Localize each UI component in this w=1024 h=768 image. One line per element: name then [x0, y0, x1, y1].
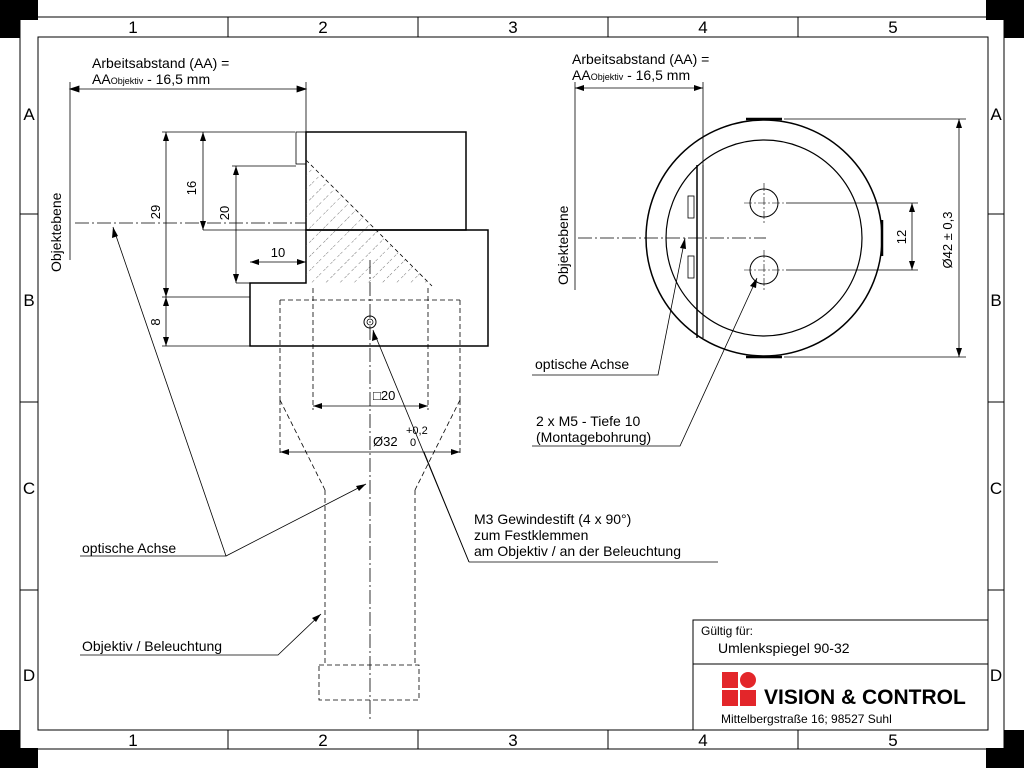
- drawing-frame: [19, 16, 1005, 750]
- column-label: 4: [698, 18, 707, 37]
- column-label: 1: [128, 731, 137, 750]
- set-screw-line2: zum Festklemmen: [474, 527, 588, 543]
- clamp-slot: [687, 255, 695, 279]
- row-label: C: [990, 479, 1002, 498]
- set-screw-line1: M3 Gewindestift (4 x 90°): [474, 511, 631, 527]
- row-label: D: [990, 666, 1002, 685]
- dimension-10: 10: [271, 245, 285, 260]
- svg-text:AAObjektiv - 16,5 mm: AAObjektiv - 16,5 mm: [92, 71, 210, 87]
- dimension-29: 29: [148, 205, 163, 219]
- row-label: B: [23, 291, 34, 310]
- mounting-holes-line2: (Montagebohrung): [536, 429, 651, 445]
- vertical-dimensions: [162, 131, 306, 347]
- frame-row-labels-right: A B C D: [990, 105, 1002, 685]
- mounting-holes-line1: 2 x M5 - Tiefe 10: [536, 413, 640, 429]
- valid-for-label: Gültig für:: [701, 624, 753, 638]
- front-view: Arbeitsabstand (AA) = AAObjektiv - 16,5 …: [532, 51, 966, 447]
- hole-spacing-dimension: [786, 202, 918, 271]
- working-distance-prefix: AA: [572, 67, 591, 83]
- row-label: C: [23, 479, 35, 498]
- set-screw-line3: am Objektiv / an der Beleuchtung: [474, 543, 681, 559]
- column-label: 3: [508, 731, 517, 750]
- set-screw-hole: [363, 315, 377, 329]
- dimension-bore: Ø32: [373, 434, 398, 449]
- title-block: Gültig für: Umlenkspiegel 90-32 VISION &…: [692, 619, 989, 731]
- row-label: B: [990, 291, 1001, 310]
- column-label: 2: [318, 18, 327, 37]
- column-label: 1: [128, 18, 137, 37]
- working-distance-suffix: - 16,5 mm: [623, 67, 690, 83]
- row-label: A: [990, 105, 1002, 124]
- working-distance-suffix: - 16,5 mm: [143, 71, 210, 87]
- clamp-slot: [687, 195, 695, 219]
- tolerance-lower: 0: [410, 437, 416, 449]
- object-plane-label: Objektebene: [48, 192, 64, 272]
- working-distance-title: Arbeitsabstand (AA) =: [572, 51, 709, 67]
- dimension-12: 12: [894, 230, 909, 244]
- dimension-square-20: □20: [373, 388, 395, 403]
- column-label: 4: [698, 731, 707, 750]
- column-label: 5: [888, 731, 897, 750]
- hole-centerlines: [744, 183, 784, 290]
- row-label: D: [23, 666, 35, 685]
- lens-illumination-label: Objektiv / Beleuchtung: [82, 638, 222, 654]
- frame-row-labels-left: A B C D: [23, 105, 35, 685]
- column-label: 5: [888, 18, 897, 37]
- working-distance-sub: Objektiv: [111, 76, 144, 86]
- product-name: Umlenkspiegel 90-32: [718, 640, 850, 656]
- row-label: A: [23, 105, 35, 124]
- mirror-hatch: [306, 164, 430, 283]
- dimension-arrows: [163, 132, 306, 346]
- company-name: VISION & CONTROL: [764, 686, 966, 709]
- logo-circle: [740, 672, 756, 688]
- column-label: 2: [318, 731, 327, 750]
- optical-axis-label: optische Achse: [82, 540, 176, 556]
- clamp-tab: [295, 131, 307, 165]
- dimension-diameter-42: Ø42 ± 0,3: [940, 211, 955, 268]
- object-plane-label: Objektebene: [555, 205, 571, 285]
- housing-inner-circle: [665, 139, 863, 337]
- svg-text:AAObjektiv - 16,5 mm: AAObjektiv - 16,5 mm: [572, 67, 690, 83]
- company-logo: [722, 672, 756, 706]
- leader-lines: [532, 237, 758, 447]
- working-distance-dimension: [574, 82, 704, 290]
- logo-square-3: [740, 690, 756, 706]
- dimension-16: 16: [184, 181, 199, 195]
- tolerance-upper: +0,2: [406, 425, 428, 437]
- dimension-8: 8: [148, 318, 163, 325]
- working-distance-prefix: AA: [92, 71, 111, 87]
- leader-lines: [80, 226, 718, 656]
- mirror-plane: [305, 159, 433, 287]
- company-address: Mittelbergstraße 16; 98527 Suhl: [721, 712, 892, 726]
- side-view: Arbeitsabstand (AA) = AAObjektiv - 16,5 …: [48, 55, 718, 720]
- optical-axis-label: optische Achse: [535, 356, 629, 372]
- working-distance-dimension: [68, 82, 308, 260]
- working-distance-title: Arbeitsabstand (AA) =: [92, 55, 229, 71]
- diameter-dimension: [784, 118, 966, 358]
- frame-column-labels-bottom: 1 2 3 4 5: [128, 731, 897, 750]
- dimension-20: 20: [217, 206, 232, 220]
- logo-square-2: [722, 690, 738, 706]
- logo-square-1: [722, 672, 738, 688]
- frame-column-labels-top: 1 2 3 4 5: [128, 18, 897, 37]
- working-distance-sub: Objektiv: [591, 72, 624, 82]
- column-label: 3: [508, 18, 517, 37]
